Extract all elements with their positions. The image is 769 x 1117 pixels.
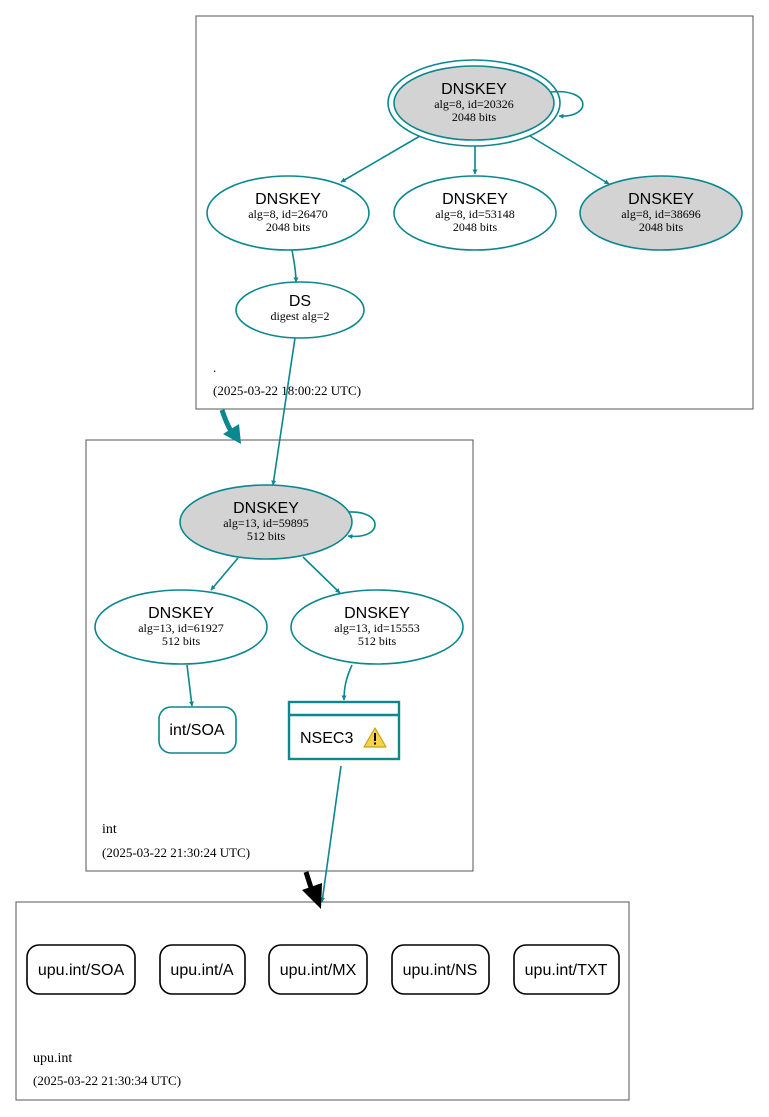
- rr-upu-ns[interactable]: upu.int/NS: [391, 944, 490, 995]
- root-zsk1-line1: alg=8, id=26470: [248, 207, 328, 221]
- root-zsk3-line2: 2048 bits: [639, 220, 684, 234]
- rr-upu-a-label: upu.int/A: [170, 962, 233, 979]
- int-ksk-node[interactable]: DNSKEY alg=13, id=59895 512 bits: [179, 484, 353, 560]
- ds-node[interactable]: DS digest alg=2: [235, 281, 365, 339]
- zone-upu-name: upu.int: [33, 1051, 72, 1066]
- ds-title: DS: [289, 293, 311, 310]
- zone-int-timestamp: (2025-03-22 21:30:24 UTC): [102, 845, 250, 860]
- zone-root-box: [195, 15, 754, 410]
- int-zsk1-node[interactable]: DNSKEY alg=13, id=61927 512 bits: [94, 589, 268, 665]
- rr-upu-a[interactable]: upu.int/A: [159, 944, 246, 995]
- root-ksk-line1: alg=8, id=20326: [434, 97, 514, 111]
- zone-upu-timestamp: (2025-03-22 21:30:34 UTC): [33, 1073, 181, 1088]
- edge-root-ksk-zsk1: [340, 135, 421, 183]
- root-zsk3-title: DNSKEY: [628, 191, 694, 208]
- rr-upu-txt-label: upu.int/TXT: [525, 962, 608, 979]
- root-zsk2-line1: alg=8, id=53148: [435, 207, 515, 221]
- int-zsk1-line1: alg=13, id=61927: [138, 621, 224, 635]
- rr-upu-txt[interactable]: upu.int/TXT: [513, 944, 620, 995]
- edge-zsk2-nsec3: [341, 664, 353, 701]
- int-zsk2-title: DNSKEY: [344, 605, 410, 622]
- rr-upu-soa[interactable]: upu.int/SOA: [26, 944, 136, 995]
- int-zsk1-title: DNSKEY: [148, 605, 214, 622]
- int-ksk-title: DNSKEY: [233, 500, 299, 517]
- edge-root-ksk-self: [550, 90, 584, 119]
- int-ksk-line1: alg=13, id=59895: [223, 516, 309, 530]
- int-zsk2-line1: alg=13, id=15553: [334, 621, 420, 635]
- edge-zsk1-int-soa: [186, 664, 194, 707]
- rr-upu-ns-label: upu.int/NS: [403, 962, 478, 979]
- root-ksk-node[interactable]: DNSKEY alg=8, id=20326 2048 bits: [387, 59, 561, 147]
- root-ksk-line2: 2048 bits: [452, 110, 497, 124]
- delegation-root-int: [219, 409, 241, 444]
- delegation-int-upu: [302, 871, 322, 909]
- int-zsk2-node[interactable]: DNSKEY alg=13, id=15553 512 bits: [290, 589, 464, 665]
- zone-int-name: int: [102, 822, 117, 837]
- nsec3-label: NSEC3: [300, 730, 353, 747]
- warning-icon: [363, 727, 387, 748]
- root-zsk2-line2: 2048 bits: [453, 220, 498, 234]
- root-zsk3-node[interactable]: DNSKEY alg=8, id=38696 2048 bits: [579, 175, 743, 251]
- edge-int-ksk-zsk1: [210, 557, 239, 591]
- ds-line1: digest alg=2: [270, 309, 329, 323]
- int-ksk-line2: 512 bits: [247, 529, 286, 543]
- root-zsk1-node[interactable]: DNSKEY alg=8, id=26470 2048 bits: [206, 175, 370, 251]
- root-zsk1-line2: 2048 bits: [266, 220, 311, 234]
- edge-int-ksk-self: [347, 511, 376, 539]
- zone-root-name: .: [213, 360, 216, 375]
- int-zsk1-line2: 512 bits: [162, 634, 201, 648]
- rr-upu-mx-label: upu.int/MX: [280, 962, 357, 979]
- int-zsk2-line2: 512 bits: [358, 634, 397, 648]
- root-zsk2-node[interactable]: DNSKEY alg=8, id=53148 2048 bits: [393, 175, 557, 251]
- edge-root-ksk-zsk3: [529, 135, 610, 185]
- edge-nsec3-upu: [320, 765, 342, 903]
- root-zsk1-title: DNSKEY: [255, 191, 321, 208]
- int-soa-label: int/SOA: [169, 722, 224, 739]
- edges: [186, 90, 610, 903]
- int-soa-node[interactable]: int/SOA: [158, 706, 237, 754]
- zone-upu-box: [15, 901, 630, 1101]
- root-zsk3-line1: alg=8, id=38696: [621, 207, 701, 221]
- root-zsk2-title: DNSKEY: [442, 191, 508, 208]
- edge-ds-int-ksk: [271, 337, 296, 486]
- rr-upu-soa-label: upu.int/SOA: [38, 962, 125, 979]
- root-ksk-title: DNSKEY: [441, 81, 507, 98]
- edge-zsk1-ds: [291, 249, 299, 283]
- nsec3-node[interactable]: NSEC3: [287, 700, 401, 761]
- edge-int-ksk-zsk2: [302, 556, 341, 594]
- rr-upu-mx[interactable]: upu.int/MX: [268, 944, 368, 995]
